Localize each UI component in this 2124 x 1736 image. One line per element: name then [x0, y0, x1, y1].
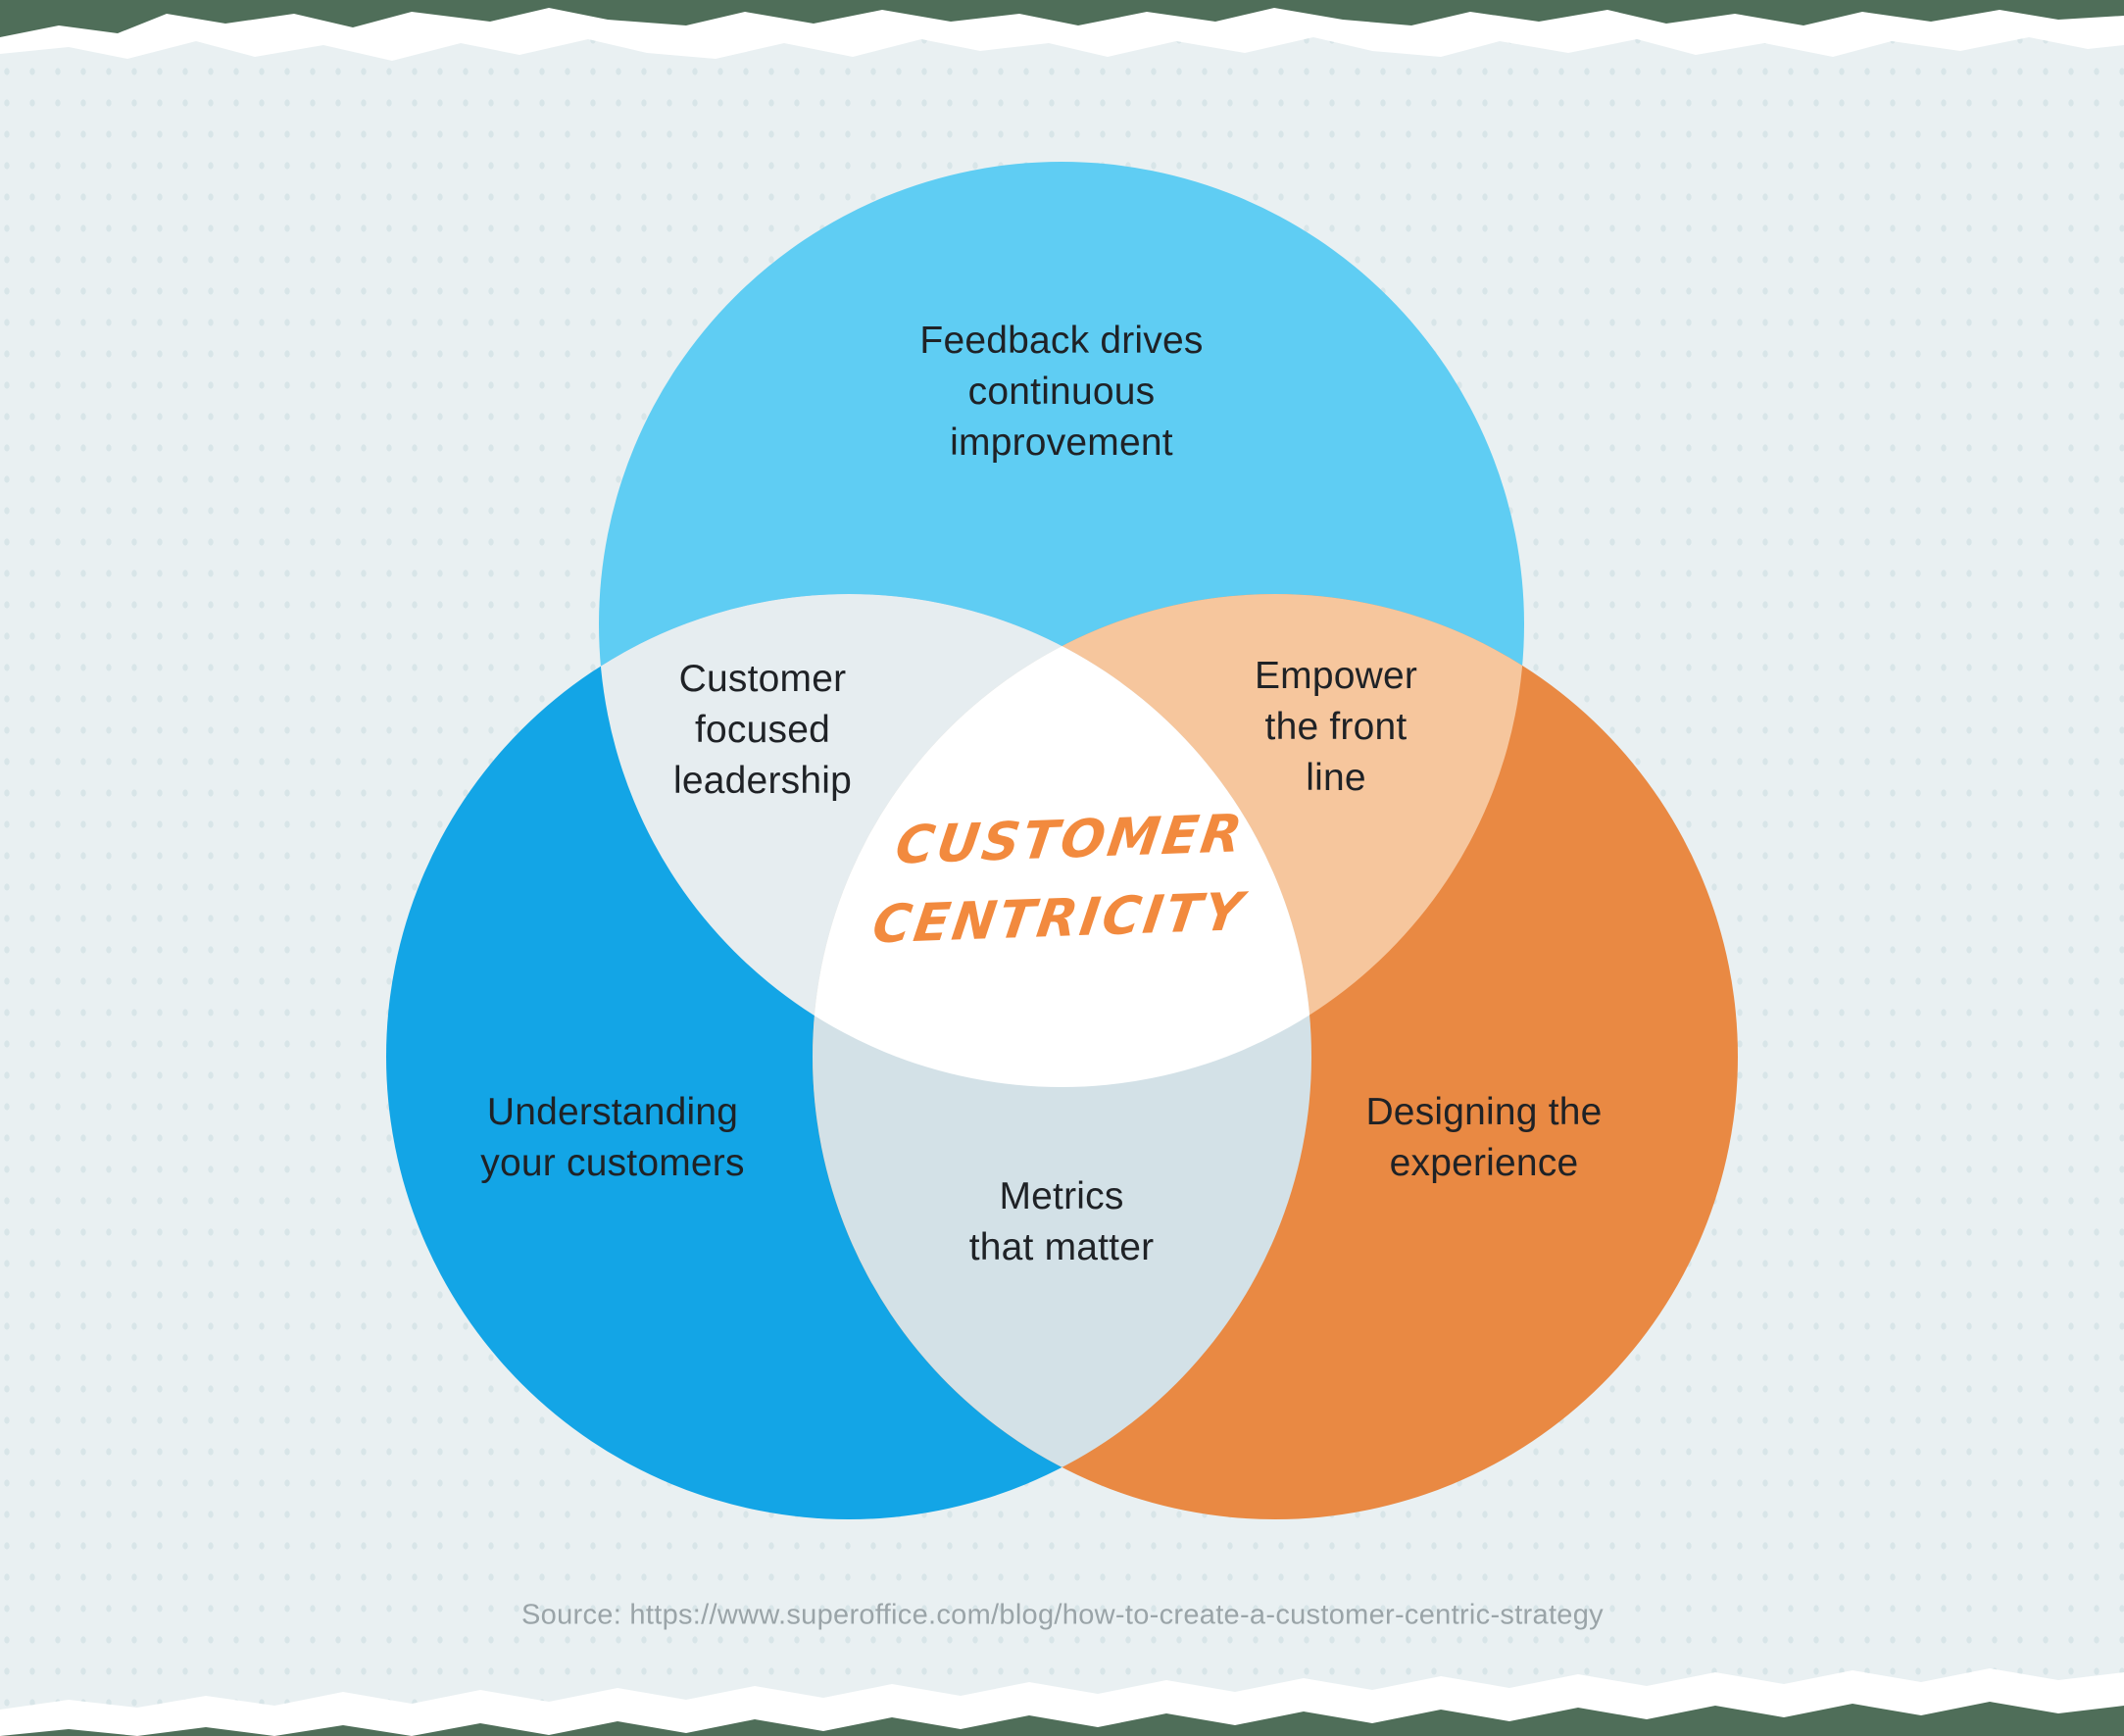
label-customer-focused-leadership: Customer focused leadership — [673, 658, 852, 802]
label-metrics-that-matter: Metrics that matter — [968, 1175, 1155, 1268]
source-text: Source: https://www.superoffice.com/blog… — [521, 1599, 1604, 1631]
center-title: CUSTOMER CENTRICITY — [868, 803, 1250, 956]
label-feedback: Feedback drives continuous improvement — [919, 320, 1204, 464]
label-designing: Designing the experience — [1365, 1091, 1603, 1184]
label-understanding: Understanding your customers — [480, 1091, 745, 1184]
label-empower-front-line: Empower the front line — [1254, 655, 1418, 799]
